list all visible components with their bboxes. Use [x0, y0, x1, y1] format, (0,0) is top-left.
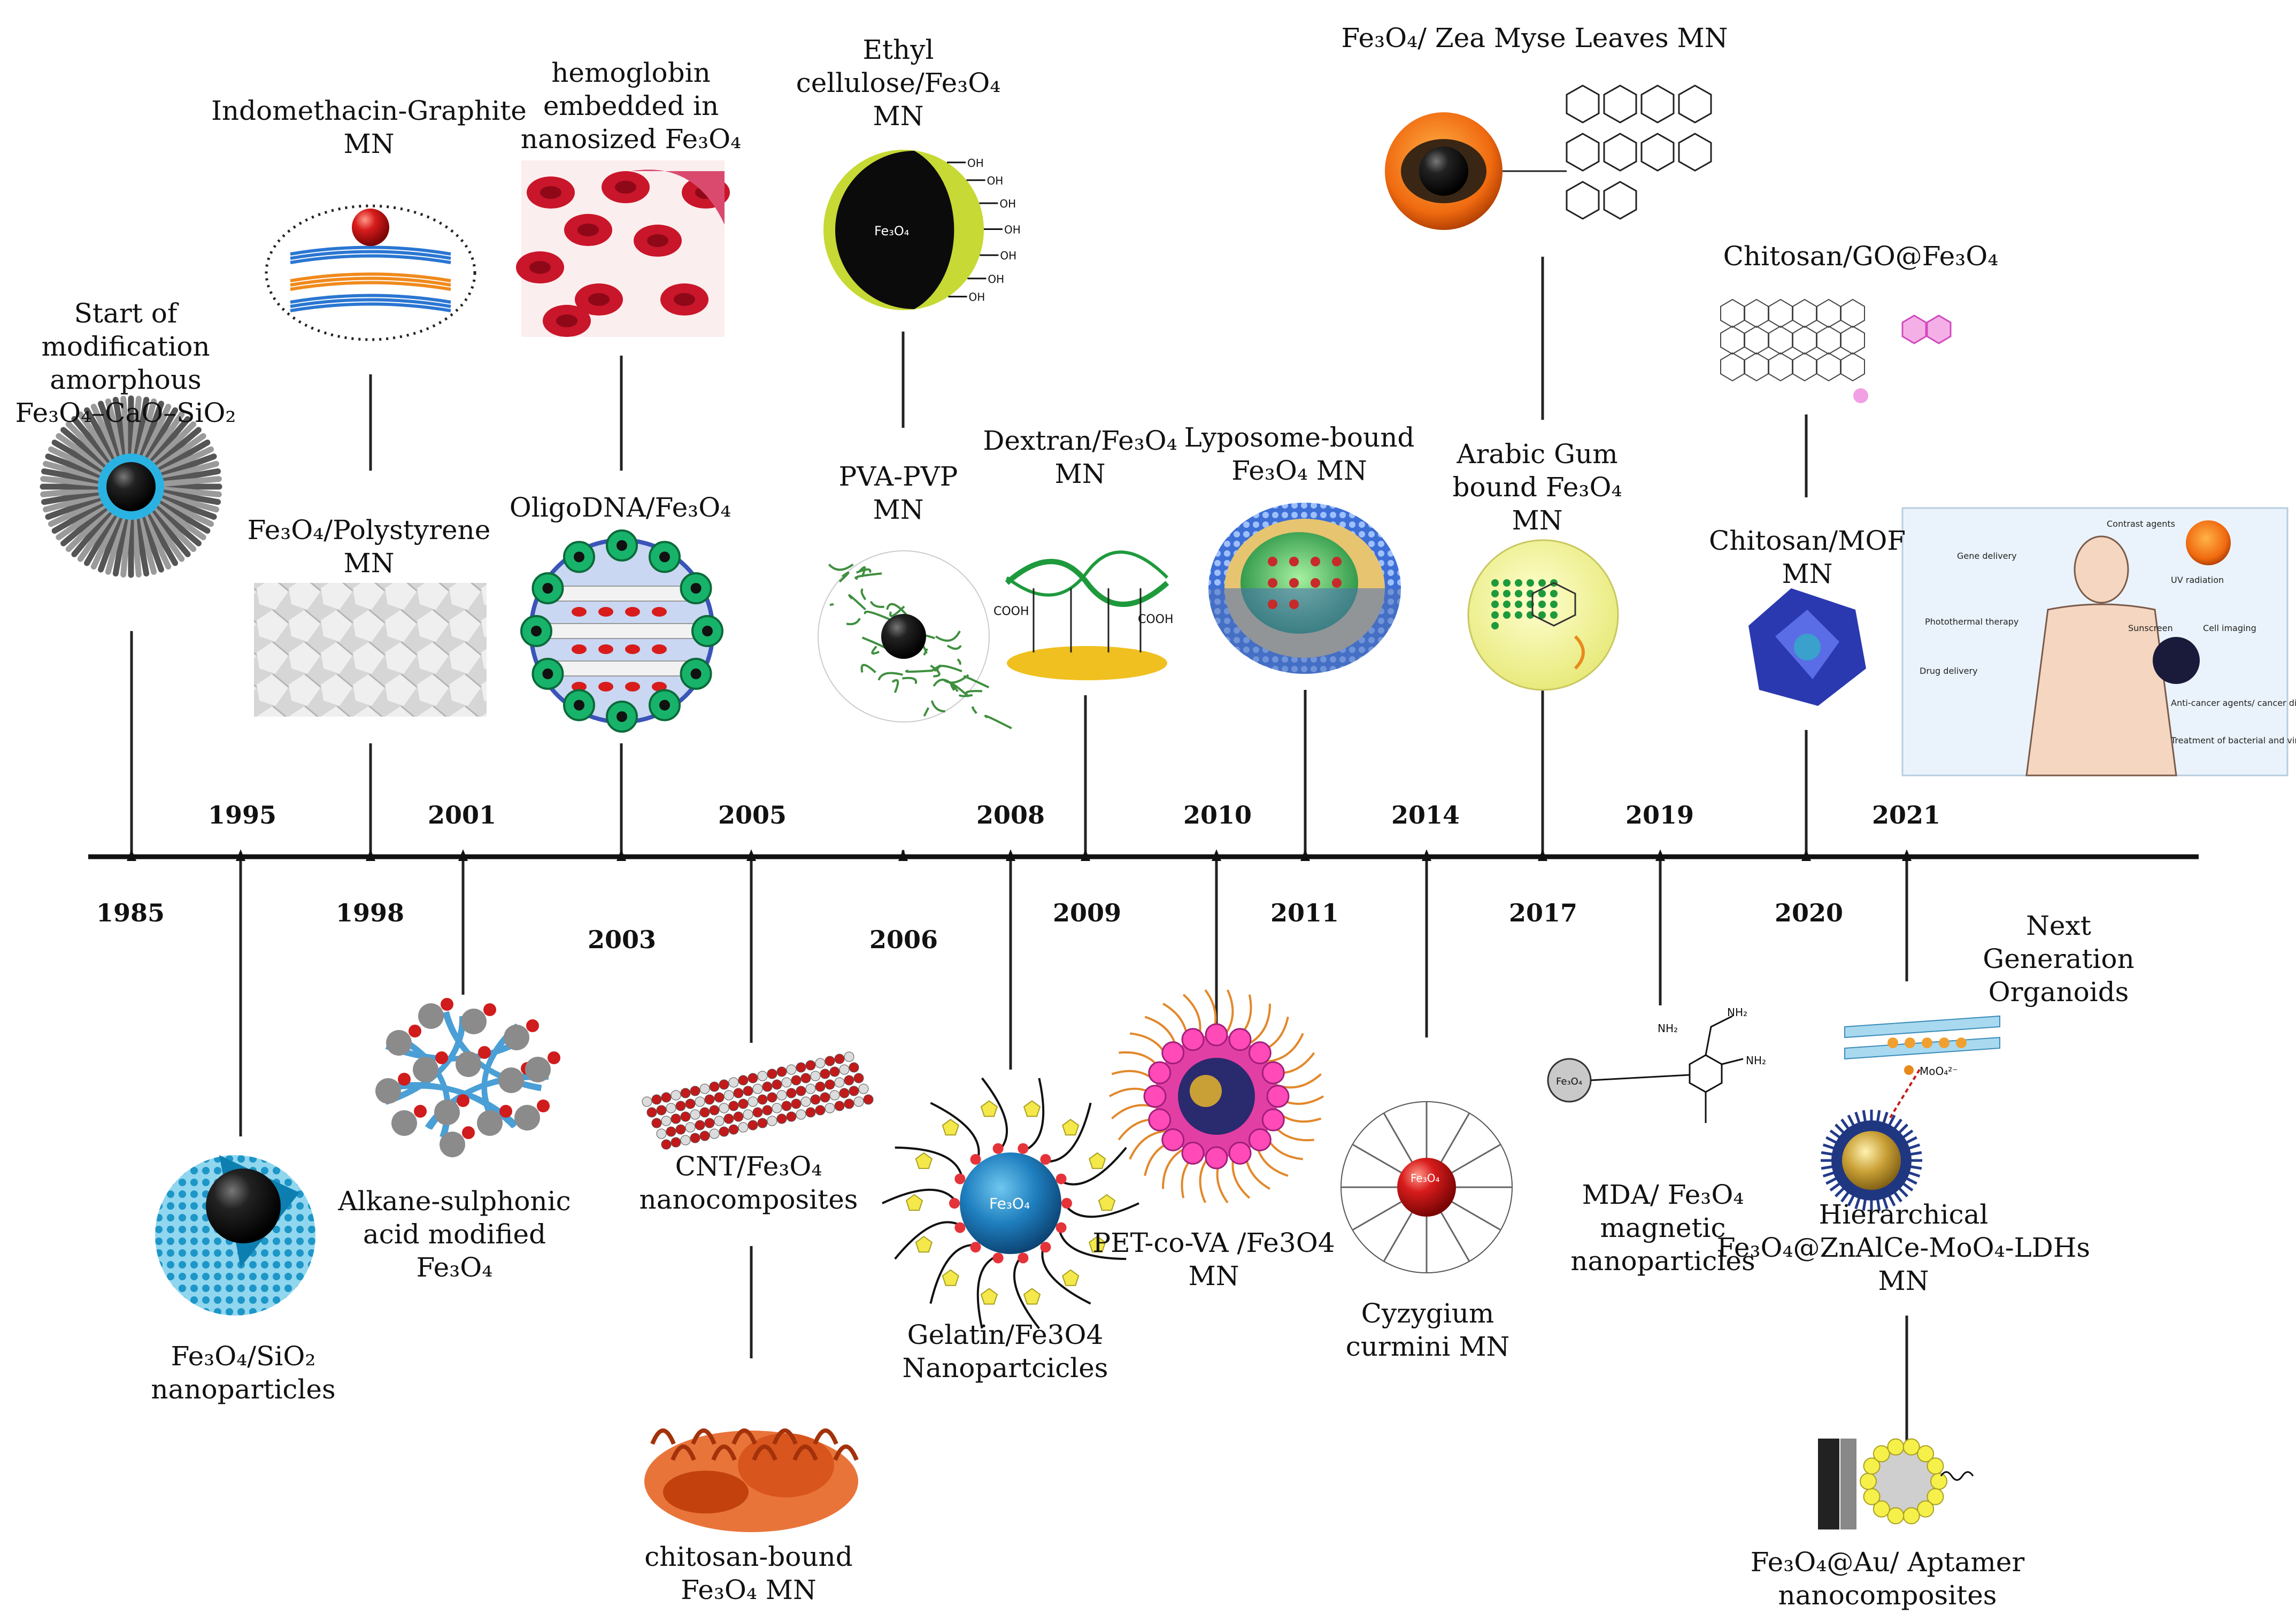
oh-label: OH — [987, 174, 1004, 187]
aptamer-illustration — [1818, 1438, 1974, 1529]
year-label: 2020 — [1774, 898, 1844, 927]
pva-pvp-illustration — [818, 550, 1012, 729]
oh-label: OH — [999, 197, 1016, 210]
illustrations: Fe₃O₄OHOHOHOHOHOHOHFe₃O₄COOHCOOHFe₃O₄Con… — [40, 84, 2296, 1532]
mda-illustration: Fe₃O₄ NH₂ NH₂ NH₂ — [1547, 1006, 1766, 1123]
application-label: Sunscreen — [2128, 623, 2173, 633]
arabic-gum-illustration — [1467, 539, 1619, 691]
fe3o4-core-label: Fe₃O₄ — [989, 1195, 1030, 1212]
cnt-illustration — [642, 1051, 874, 1150]
polystyrene-sem-image — [254, 583, 487, 717]
indomethacin-graphite-illustration — [265, 204, 476, 341]
oh-label: OH — [1000, 249, 1016, 262]
application-label: Cell imaging — [2203, 623, 2256, 633]
application-label: UV radiation — [2171, 575, 2224, 585]
gelatin-illustration: Fe₃O₄ — [882, 1077, 1139, 1329]
oh-label: OH — [969, 291, 985, 304]
oligodna-sphere-illustration — [520, 529, 723, 733]
liposome-illustration — [1208, 503, 1401, 674]
application-label: Treatment of bacterial and viral infecti… — [2170, 735, 2296, 745]
nh2-label: NH₂ — [1727, 1006, 1747, 1019]
year-label: 2008 — [976, 801, 1045, 829]
year-label: 2017 — [1508, 898, 1578, 927]
moo4-label: MoO₄²⁻ — [1920, 1065, 1958, 1078]
zea-myse-illustration — [1385, 84, 1712, 230]
oh-label: OH — [1004, 224, 1021, 236]
cooh-label: COOH — [1138, 613, 1174, 626]
year-label: 2009 — [1052, 898, 1122, 927]
nh2-label: NH₂ — [1746, 1054, 1766, 1067]
year-label: 1995 — [207, 801, 277, 829]
application-label: Photothermal therapy — [1925, 617, 2018, 627]
chitosan-go-illustration — [1720, 298, 1952, 403]
alkane-sulphonic-illustration — [375, 998, 560, 1157]
year-label: 2005 — [718, 801, 787, 829]
pet-co-va-illustration — [1108, 989, 1324, 1204]
year-label: 1998 — [335, 898, 405, 927]
cooh-label: COOH — [993, 605, 1029, 618]
fe3o4-core-label: Fe₃O₄ — [1411, 1172, 1440, 1185]
nh2-label: NH₂ — [1658, 1022, 1678, 1035]
year-label: 2001 — [427, 801, 497, 829]
silica-sphere-illustration — [40, 395, 222, 578]
crustacean-shells-image — [644, 1428, 859, 1532]
ldh-illustration: MoO₄²⁻ — [1821, 1015, 2000, 1211]
year-label: 2019 — [1625, 801, 1694, 829]
year-label: 1985 — [96, 898, 165, 927]
oh-label: OH — [988, 273, 1004, 286]
year-label: 2006 — [869, 925, 938, 954]
application-label: Gene delivery — [1957, 551, 2017, 561]
event-2020-go-label: Chitosan/GO@Fe₃O₄ — [1723, 241, 1999, 272]
application-label: Drug delivery — [1920, 666, 1978, 676]
event-2017-zea-label: Fe₃O₄/ Zea Myse Leaves MN — [1341, 22, 1728, 53]
fe3o4-core-label: Fe₃O₄ — [874, 224, 909, 239]
dextran-illustration: COOH COOH — [993, 550, 1174, 680]
fe3o4-core-label: Fe₃O₄ — [1556, 1076, 1582, 1087]
application-label: Contrast agents — [2107, 519, 2175, 529]
year-label: 2010 — [1183, 801, 1252, 829]
fe3o4-sio2-sphere-illustration — [155, 1155, 315, 1316]
hemoglobin-rbc-illustration — [516, 160, 730, 337]
year-label: 2003 — [587, 925, 657, 954]
oh-label: OH — [967, 157, 984, 170]
chitosan-mof-illustration — [1748, 588, 1866, 706]
year-label: 2011 — [1270, 898, 1339, 927]
year-label: 2014 — [1391, 801, 1460, 829]
year-label: 2021 — [1871, 801, 1941, 829]
event-2003-oligodna-label: OligoDNA/Fe₃O₄ — [509, 492, 731, 523]
cyzygium-illustration: Fe₃O₄ — [1340, 1101, 1513, 1273]
application-label: Anti-cancer agents/ cancer diagnostics — [2171, 698, 2296, 708]
